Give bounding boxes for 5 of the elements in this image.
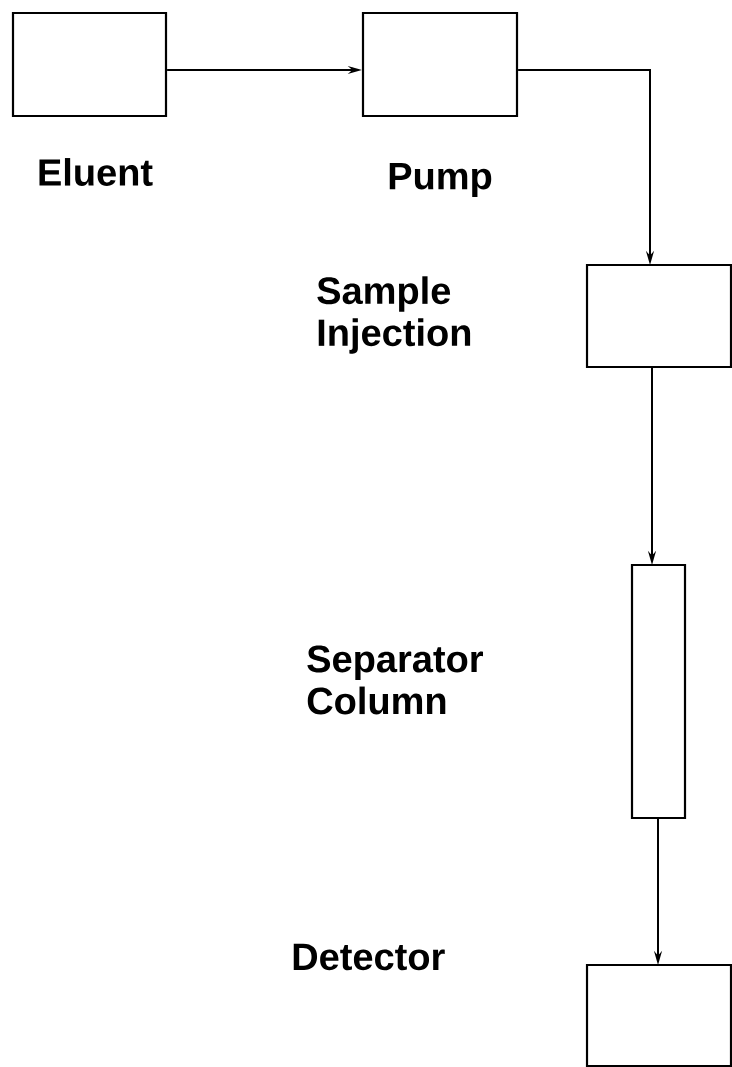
box-label: Sample Injection [317,276,471,354]
box-label: Pump [389,163,492,197]
box-label: Eluent [39,158,153,186]
box-label: Detector [293,943,445,971]
box-label: Separator Column [307,645,483,715]
